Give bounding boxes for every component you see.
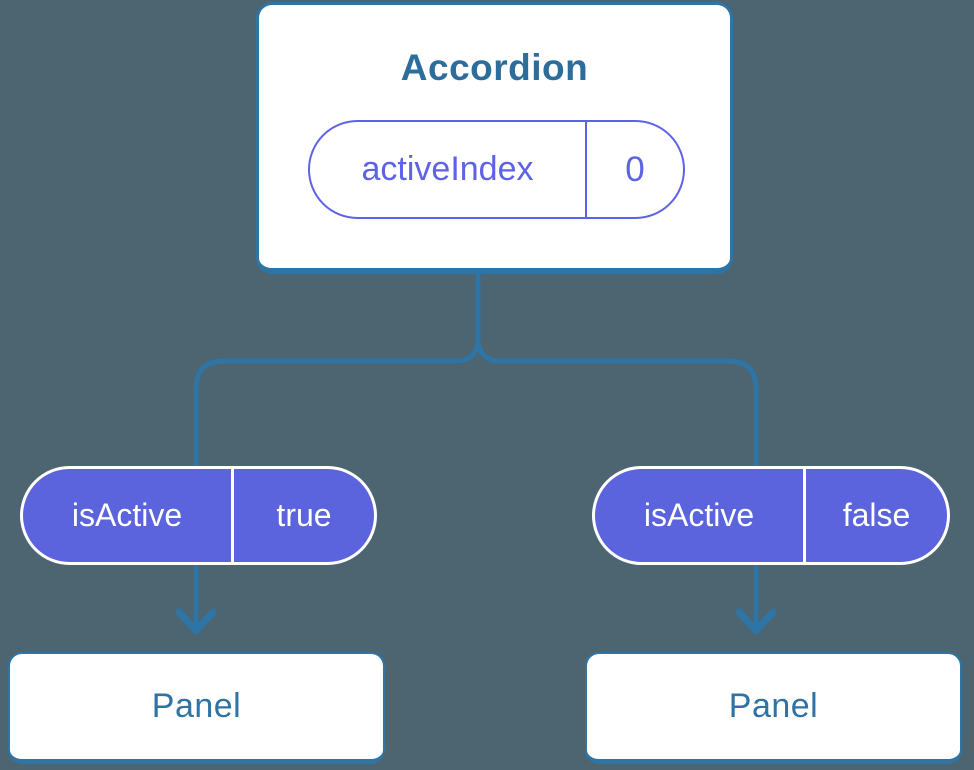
state-pill-value: 0: [585, 122, 683, 217]
accordion-title: Accordion: [400, 47, 589, 88]
panel-card-right: Panel: [585, 652, 962, 764]
arrowhead-left-icon: [175, 608, 217, 635]
prop-pill-value: false: [842, 497, 911, 533]
arrowhead-right-icon: [735, 608, 777, 635]
panel-title: Panel: [151, 687, 242, 725]
panel-title: Panel: [728, 687, 819, 725]
prop-pill-label: isActive: [23, 469, 234, 562]
prop-pill-isactive-false: isActive false: [592, 466, 950, 565]
connector-right-branch: [475, 260, 759, 629]
prop-pill-isactive-true: isActive true: [20, 466, 377, 565]
panel-card-left: Panel: [8, 652, 385, 764]
prop-pill-label: isActive: [595, 469, 806, 562]
state-pill-label: activeIndex: [361, 150, 534, 188]
prop-pill-value: true: [276, 497, 332, 533]
state-pill-activeindex: activeIndex 0: [308, 120, 685, 219]
connector-left-branch: [193, 260, 481, 629]
